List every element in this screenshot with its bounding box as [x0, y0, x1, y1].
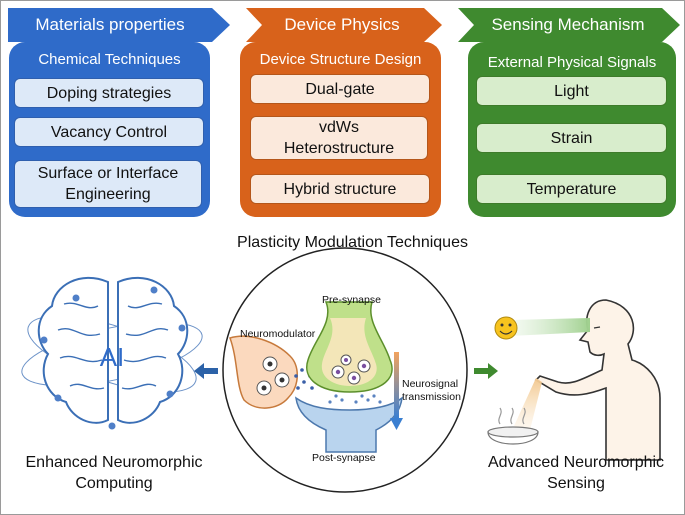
center-title: Plasticity Modulation Techniques [237, 234, 468, 251]
ai-label: AI [100, 342, 125, 372]
banner-materials-shape [8, 8, 230, 42]
panel-header-external: External Physical Signals [487, 54, 657, 71]
left-arrow [194, 363, 218, 379]
bowl-icon [487, 407, 539, 445]
person-illustration [487, 299, 661, 461]
item-light: Light [476, 76, 667, 106]
banner-sensing: Sensing Mechanism [491, 15, 645, 34]
banner-device-shape [246, 8, 442, 42]
label-post-synapse: Post-synapse [312, 452, 376, 464]
item-surface-interface-engineering: Surface or Interface Engineering [14, 160, 202, 208]
panel-header-chemical: Chemical Techniques [38, 51, 181, 68]
item-hybrid-structure: Hybrid structure [250, 174, 430, 204]
banner-sensing-shape [458, 8, 680, 42]
item-temperature: Temperature [476, 174, 667, 204]
banner-device: Device Physics [284, 15, 400, 34]
synapse-illustration [222, 247, 468, 493]
item-vacancy-control: Vacancy Control [14, 117, 204, 147]
caption-advanced-sensing: Advanced Neuromorphic Sensing [487, 454, 665, 492]
item-dual-gate: Dual-gate [250, 74, 430, 104]
right-arrow [474, 363, 498, 379]
label-neuromodulator: Neuromodulator [240, 328, 316, 340]
panel-header-device: Device Structure Design [259, 51, 422, 68]
item-vdws-heterostructure: vdWs Heterostructure [250, 116, 428, 160]
brain-illustration [21, 276, 203, 430]
banner-materials: Materials properties [35, 15, 185, 34]
smiley-icon [494, 316, 518, 340]
label-neurosignal-transmission: Neurosignal transmission [402, 378, 461, 403]
item-doping-strategies: Doping strategies [14, 78, 204, 108]
item-strain: Strain [476, 123, 667, 153]
label-pre-synapse: Pre-synapse [322, 294, 381, 306]
caption-enhanced-computing: Enhanced Neuromorphic Computing [25, 454, 203, 492]
